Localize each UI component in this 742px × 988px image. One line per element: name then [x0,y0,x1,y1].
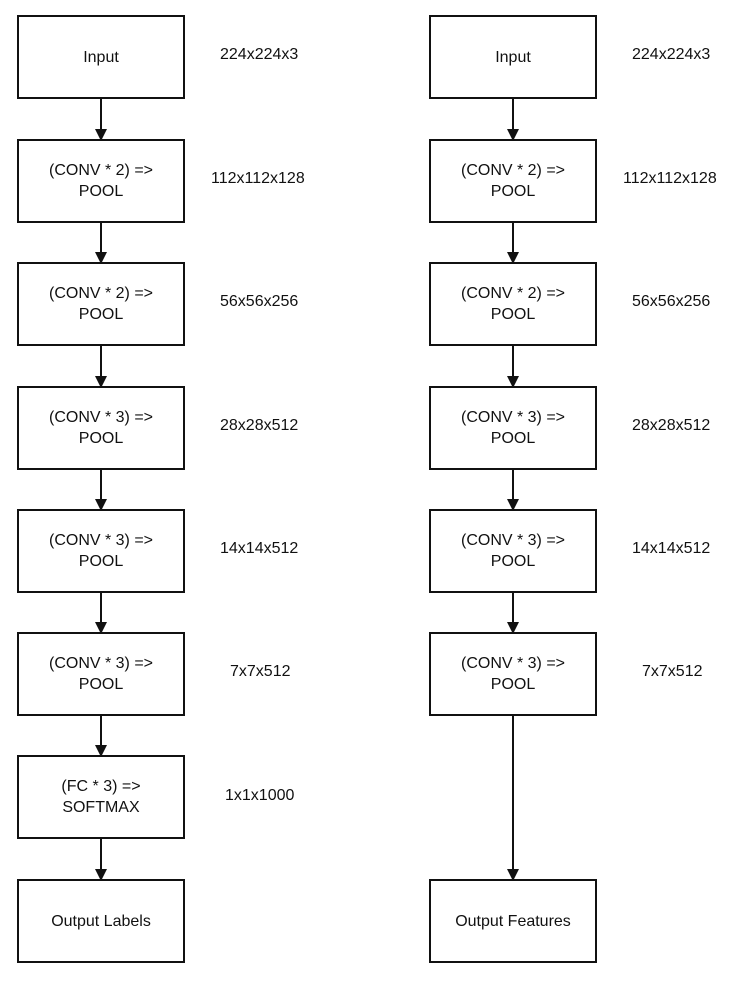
right-layer-input: Input [429,15,597,99]
left-layer-conv-block-3: (CONV * 3) => POOL [17,386,185,470]
right-layer-output-features-label: Output Features [455,912,571,930]
left-layer-conv-block-4-label: (CONV * 3) => POOL [48,532,154,570]
right-layer-output-features: Output Features [429,879,597,963]
right-layer-conv-block-1-label: (CONV * 2) => POOL [460,162,566,200]
left-layer-conv-block-2-size: 56x56x256 [220,293,299,310]
left-layer-output-labels-label: Output Labels [51,912,151,930]
left-layer-fc-softmax-label: (FC * 3) => SOFTMAX [61,778,141,816]
right-layer-conv-block-5-label: (CONV * 3) => POOL [460,655,566,693]
left-layer-fc-softmax: (FC * 3) => SOFTMAX [17,755,185,839]
left-layer-conv-block-4-size: 14x14x512 [220,540,299,557]
right-layer-conv-block-3-size: 28x28x512 [632,417,711,434]
right-layer-conv-block-3: (CONV * 3) => POOL [429,386,597,470]
right-layer-conv-block-4-size: 14x14x512 [632,540,711,557]
right-layer-conv-block-5-size: 7x7x512 [642,663,703,680]
left-layer-conv-block-5-size: 7x7x512 [230,663,291,680]
left-layer-input-size: 224x224x3 [220,46,299,63]
left-layer-conv-block-3-size: 28x28x512 [220,417,299,434]
left-layer-conv-block-3-label: (CONV * 3) => POOL [48,409,154,447]
right-layer-input-size: 224x224x3 [632,46,711,63]
left-layer-input-label: Input [83,48,119,66]
right-layer-conv-block-3-label: (CONV * 3) => POOL [460,409,566,447]
right-layer-conv-block-2-label: (CONV * 2) => POOL [460,285,566,323]
left-layer-conv-block-2: (CONV * 2) => POOL [17,262,185,346]
right-layer-conv-block-5: (CONV * 3) => POOL [429,632,597,716]
left-layer-conv-block-1-label: (CONV * 2) => POOL [48,162,154,200]
left-layer-conv-block-2-label: (CONV * 2) => POOL [48,285,154,323]
left-layer-conv-block-5-label: (CONV * 3) => POOL [48,655,154,693]
left-layer-conv-block-1: (CONV * 2) => POOL [17,139,185,223]
right-layer-conv-block-4: (CONV * 3) => POOL [429,509,597,593]
left-layer-conv-block-1-size: 112x112x128 [211,170,305,187]
left-layer-conv-block-4: (CONV * 3) => POOL [17,509,185,593]
right-layer-conv-block-1: (CONV * 2) => POOL [429,139,597,223]
left-layer-conv-block-5: (CONV * 3) => POOL [17,632,185,716]
right-layer-conv-block-1-size: 112x112x128 [623,170,717,187]
left-layer-input: Input [17,15,185,99]
left-layer-output-labels: Output Labels [17,879,185,963]
right-layer-conv-block-2-size: 56x56x256 [632,293,711,310]
left-layer-fc-softmax-size: 1x1x1000 [225,787,295,804]
right-layer-input-label: Input [495,48,531,66]
right-layer-conv-block-2: (CONV * 2) => POOL [429,262,597,346]
right-layer-conv-block-4-label: (CONV * 3) => POOL [460,532,566,570]
